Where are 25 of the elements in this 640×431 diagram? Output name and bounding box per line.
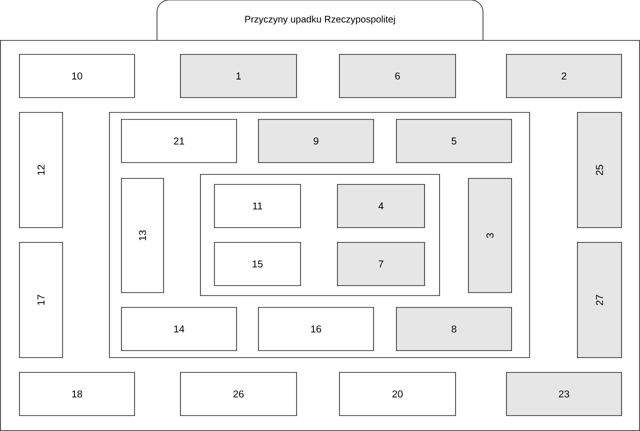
category-box: 23 bbox=[506, 372, 622, 416]
category-box: 2 bbox=[506, 54, 622, 98]
category-box: 6 bbox=[339, 54, 456, 98]
category-box: 12 bbox=[19, 112, 63, 228]
category-box: 27 bbox=[577, 242, 622, 358]
category-box: 8 bbox=[396, 307, 512, 351]
category-box: 4 bbox=[337, 184, 425, 228]
category-box: 10 bbox=[19, 54, 135, 98]
category-box: 3 bbox=[468, 178, 512, 293]
category-box: 20 bbox=[339, 372, 456, 416]
category-box: 13 bbox=[121, 178, 164, 293]
title-tab: Przyczyny upadku Rzeczypospolitej bbox=[156, 0, 484, 40]
category-box: 5 bbox=[396, 119, 512, 163]
category-box: 14 bbox=[121, 307, 237, 351]
category-box: 26 bbox=[180, 372, 297, 416]
category-box: 21 bbox=[121, 119, 237, 163]
category-box: 18 bbox=[19, 372, 135, 416]
category-box: 15 bbox=[214, 242, 301, 286]
category-box: 1 bbox=[180, 54, 297, 98]
category-box: 7 bbox=[337, 242, 425, 286]
category-box: 17 bbox=[19, 242, 63, 358]
category-box: 11 bbox=[214, 184, 301, 228]
category-box: 9 bbox=[258, 119, 374, 163]
category-box: 25 bbox=[577, 112, 622, 228]
category-box: 16 bbox=[258, 307, 374, 351]
